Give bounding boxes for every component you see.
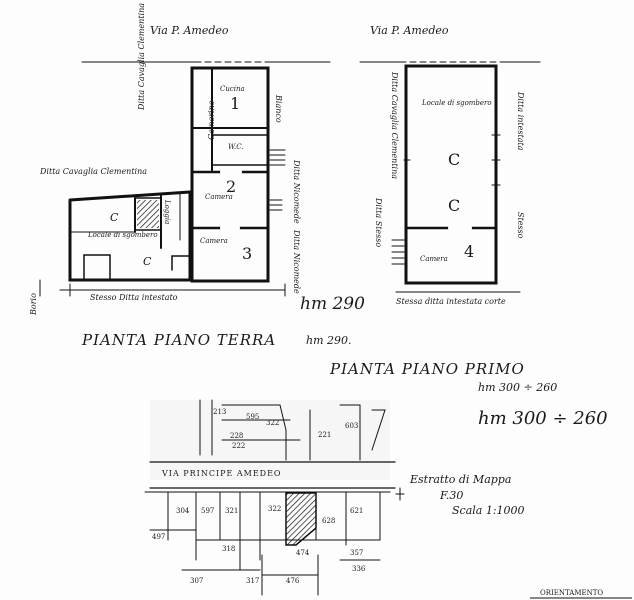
ground-height-note: hm 290 (300, 294, 365, 314)
parcel-label: 222 (232, 442, 246, 450)
map-street-label: VIA PRINCIPE AMEDEO (162, 469, 282, 478)
parcel-label: 213 (213, 408, 227, 416)
first-locale-label: Locale di sgombero (422, 99, 492, 107)
first-floor-height: hm 300 ÷ 260 (478, 381, 558, 394)
map-title: Estratto di Mappa (410, 473, 512, 486)
room-1-number: 1 (230, 94, 241, 113)
parcel-label: 497 (152, 533, 166, 541)
first-neighbor-right2-label: Stesso (516, 212, 525, 239)
first-street-label: Via P. Amedeo (370, 24, 449, 37)
ground-floor-height: hm 290. (306, 334, 352, 347)
first-neighbor-right-label: Ditta intestata (516, 92, 525, 151)
first-c1-label: C (448, 150, 461, 169)
neighbor-mid-label: Ditta Cavaglia Clementina (137, 2, 146, 110)
parcel-label: 597 (201, 507, 215, 515)
neighbor-left-label: Ditta Cavaglia Clementina (40, 167, 148, 176)
stairs-label: Camerino (207, 100, 216, 140)
parcel-label: 318 (222, 545, 236, 553)
neighbor-bordo-label: Borio (29, 293, 38, 315)
neighbor-nicomede-label: Ditta Nicomede (292, 160, 301, 224)
parcel-label: 336 (352, 565, 366, 573)
map-orientation: ORIENTAMENTO (540, 589, 604, 597)
ground-street-label: Via P. Amedeo (150, 24, 229, 37)
first-neighbor-left-label: Ditta Cavaglia Clementina (390, 72, 399, 180)
courtyard-c2-label: C (143, 255, 152, 268)
first-floor-height-big: hm 300 ÷ 260 (478, 408, 608, 429)
parcel-label: 595 (246, 413, 260, 421)
room-camera3-label: Camera (200, 237, 228, 245)
parcel-label: 228 (230, 432, 244, 440)
parcel-label: 321 (225, 507, 239, 515)
parcel-label: 322 (266, 419, 280, 427)
first-neighbor-bottom-label: Stessa ditta intestata corte (396, 297, 506, 306)
parcel-label: 357 (350, 549, 364, 557)
first-floor-title: PIANTA PIANO PRIMO (330, 360, 525, 378)
neighbor-nicomede2-label: Ditta Nicomede (292, 230, 301, 294)
ground-floor-title: PIANTA PIANO TERRA (82, 331, 277, 349)
parcel-label: 603 (345, 422, 359, 430)
parcel-label: 317 (246, 577, 260, 585)
neighbor-bianco-label: Bianco (274, 95, 283, 123)
map-scale: Scala 1:1000 (452, 504, 525, 517)
room-camera4-label: Camera (420, 255, 448, 263)
first-c2-label: C (448, 196, 461, 215)
room-4-number: 4 (464, 242, 475, 261)
room-3-number: 3 (242, 244, 253, 263)
room-cucina-label: Cucina (220, 85, 245, 93)
first-neighbor-left2-label: Ditta Stesso (374, 198, 383, 248)
parcel-label: 221 (318, 431, 332, 439)
parcel-label: 621 (350, 507, 364, 515)
room-locale-label: Locale di sgombero (88, 231, 158, 239)
room-wc-label: W.C. (228, 143, 244, 151)
room-2-number: 2 (226, 177, 237, 196)
parcel-label: 474 (296, 549, 310, 557)
courtyard-c1-label: C (110, 211, 119, 224)
parcel-label: 307 (190, 577, 204, 585)
room-loggia-label: Loggia (163, 200, 171, 225)
map-foglio: F.30 (440, 489, 464, 502)
room-camera2-label: Camera (205, 193, 233, 201)
parcel-label: 628 (322, 517, 336, 525)
parcel-label: 304 (176, 507, 190, 515)
parcel-label: 322 (268, 505, 282, 513)
parcel-label: 476 (286, 577, 300, 585)
neighbor-bottom-label: Stesso Ditta intestato (90, 293, 178, 302)
